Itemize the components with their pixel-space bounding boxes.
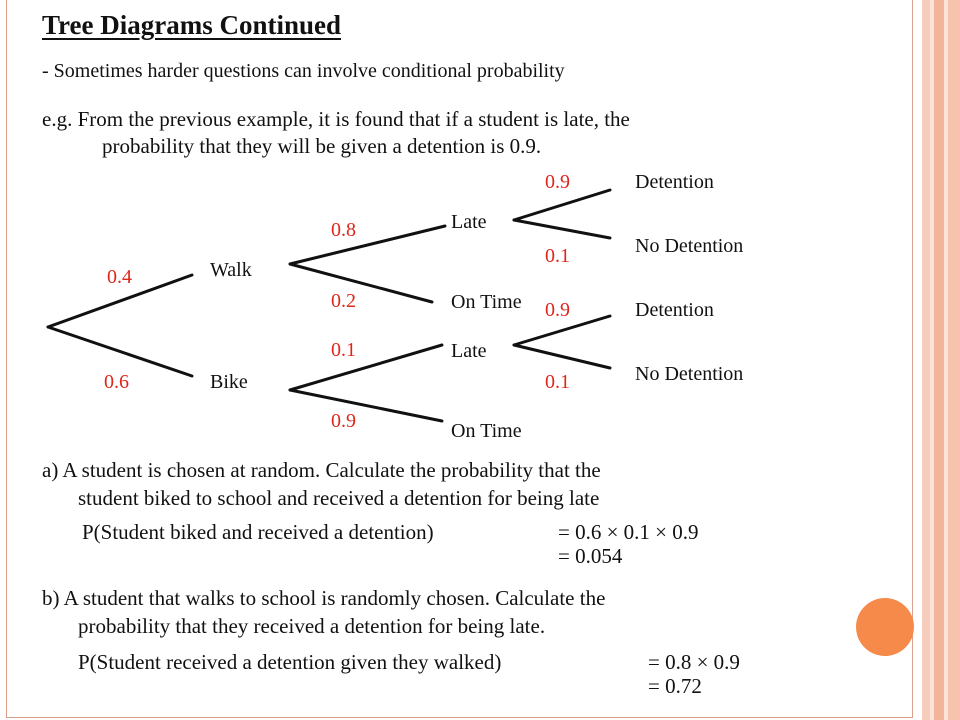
question-a-prompt: P(Student biked and received a detention… <box>82 520 434 544</box>
prob-bike-late: 0.1 <box>331 339 356 361</box>
prob-walk: 0.4 <box>107 266 132 288</box>
decorative-stripes <box>922 0 960 720</box>
node-bl-detention: Detention <box>635 299 714 321</box>
prob-bl-no-detention: 0.1 <box>545 371 570 393</box>
node-wl-detention: Detention <box>635 171 714 193</box>
example-line-1: e.g. From the previous example, it is fo… <box>42 107 630 131</box>
branch-walk-late <box>288 224 447 266</box>
branch-root-bike <box>46 325 194 378</box>
branch-walk-ontime <box>288 262 434 304</box>
node-walk-ontime: On Time <box>451 291 522 313</box>
accent-dot <box>856 598 914 656</box>
node-bike-ontime: On Time <box>451 420 522 442</box>
subtitle: - Sometimes harder questions can involve… <box>42 60 565 82</box>
question-a-line-2: student biked to school and received a d… <box>78 486 600 510</box>
branch-bl-no-detention <box>512 343 612 370</box>
question-b-working: = 0.8 × 0.9 <box>648 650 740 674</box>
question-a-answer: = 0.054 <box>558 544 623 568</box>
prob-walk-late: 0.8 <box>331 219 356 241</box>
question-b-line-1: b) A student that walks to school is ran… <box>42 586 606 610</box>
branch-bike-late <box>288 343 444 392</box>
node-walk-late: Late <box>451 211 487 233</box>
example-line-2: probability that they will be given a de… <box>102 134 542 158</box>
node-bike: Bike <box>210 371 248 393</box>
branch-bike-ontime <box>288 388 444 423</box>
node-wl-no-detention: No Detention <box>635 235 743 257</box>
prob-wl-no-detention: 0.1 <box>545 245 570 267</box>
question-b-answer: = 0.72 <box>648 674 702 698</box>
prob-wl-detention: 0.9 <box>545 171 570 193</box>
question-a-line-1: a) A student is chosen at random. Calcul… <box>42 458 601 482</box>
node-walk: Walk <box>210 259 252 281</box>
node-bike-late: Late <box>451 340 487 362</box>
prob-bl-detention: 0.9 <box>545 299 570 321</box>
branch-root-walk <box>46 273 194 329</box>
page-title: Tree Diagrams Continued <box>42 10 341 40</box>
question-b-prompt: P(Student received a detention given the… <box>78 650 502 674</box>
node-bl-no-detention: No Detention <box>635 363 743 385</box>
question-a-working: = 0.6 × 0.1 × 0.9 <box>558 520 699 544</box>
prob-bike-ontime: 0.9 <box>331 410 356 432</box>
branch-bl-detention <box>512 314 612 347</box>
branch-wl-detention <box>512 188 612 222</box>
slide-border <box>6 0 913 718</box>
prob-walk-ontime: 0.2 <box>331 290 356 312</box>
prob-bike: 0.6 <box>104 371 129 393</box>
question-b-line-2: probability that they received a detenti… <box>78 614 546 638</box>
branch-wl-no-detention <box>512 218 612 240</box>
